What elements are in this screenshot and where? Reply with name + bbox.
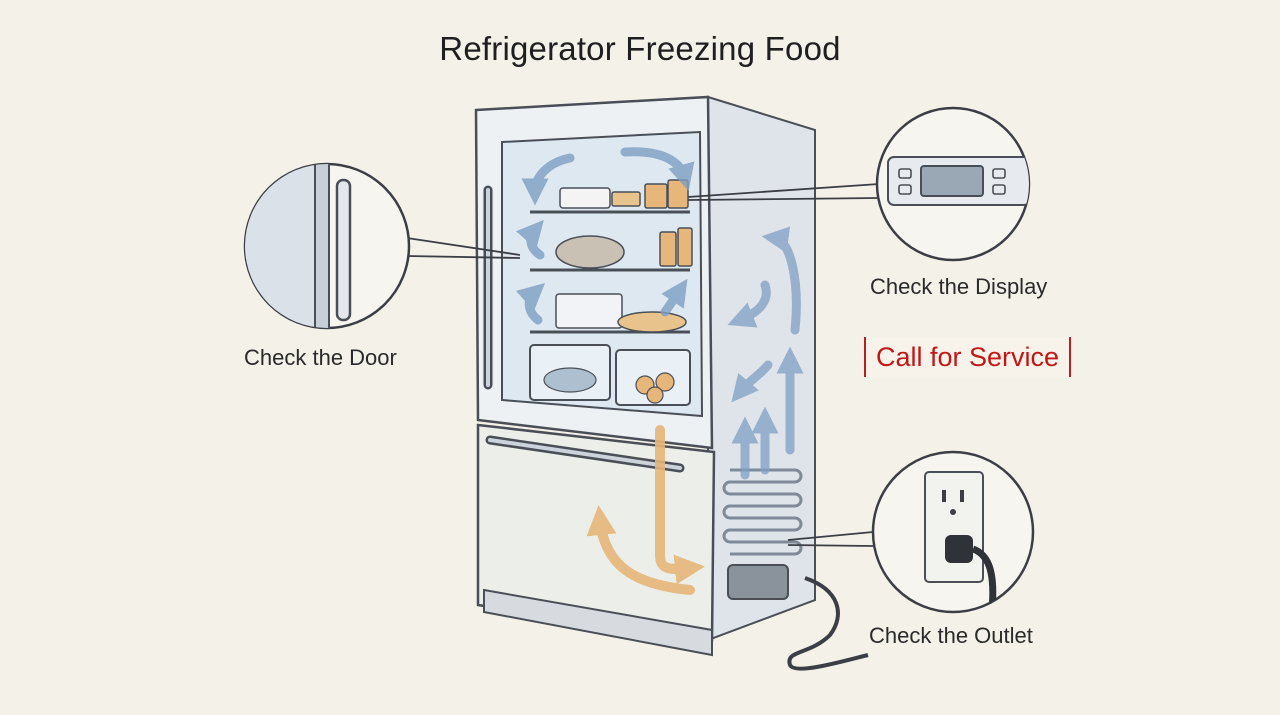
warm-airflow-arrows <box>586 425 705 595</box>
jar <box>667 179 689 209</box>
crisper-drawer <box>615 349 691 406</box>
power-plug <box>945 535 973 563</box>
power-cord <box>787 576 869 671</box>
interior-airflow-arrows <box>515 147 695 325</box>
food-container <box>611 191 641 207</box>
jar <box>644 183 668 209</box>
bottle <box>677 227 693 267</box>
compressor <box>727 564 789 600</box>
check-display-label: Check the Display <box>870 274 1048 299</box>
food-container <box>559 187 611 209</box>
check-outlet-label: Check the Outlet <box>869 623 1033 648</box>
control-button <box>898 184 912 195</box>
plug-cord <box>971 545 997 611</box>
side-airflow-arrows <box>727 226 804 480</box>
check-door-label: Check the Door <box>244 345 397 370</box>
control-button <box>898 168 912 179</box>
temperature-display-screen <box>920 165 984 197</box>
bowl <box>617 311 687 333</box>
callout-lines <box>406 183 880 547</box>
fruit <box>646 386 664 404</box>
fridge-interior <box>501 130 704 418</box>
frozen-meat <box>555 235 625 269</box>
food-container <box>555 293 623 329</box>
door-handle-closeup <box>335 178 352 322</box>
frozen-produce <box>543 367 597 393</box>
control-button <box>992 184 1006 195</box>
fridge-side-panel <box>707 95 869 671</box>
wall-outlet <box>924 471 984 583</box>
call-for-service-label: Call for Service <box>864 337 1072 377</box>
diagram-title: Refrigerator Freezing Food <box>439 30 841 67</box>
condenser-coils <box>722 468 803 556</box>
outlet-detail-magnifier <box>871 450 1035 614</box>
door-detail-magnifier <box>243 162 411 330</box>
control-button <box>992 168 1006 179</box>
fruit <box>655 372 675 392</box>
bottle <box>659 231 677 267</box>
display-detail-magnifier <box>875 106 1031 262</box>
